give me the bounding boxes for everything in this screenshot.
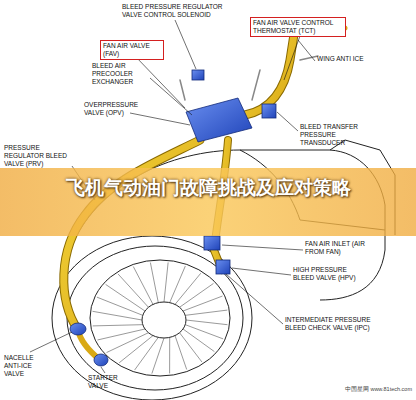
callout-label: FAN AIR VALVE (FAV) <box>103 42 161 58</box>
part-label: WING ANTI ICE <box>317 55 377 63</box>
callout-box: FAN AIR VALVE CONTROL THERMOSTAT (TCT) <box>250 17 346 37</box>
title-band: 飞机气动油门故障挑战及应对策略 <box>0 168 416 236</box>
part-label: HIGH PRESSURE BLEED VALVE (HPV) <box>293 266 365 282</box>
part-label: PRESSURE REGULATOR BLEED VALVE (PRV) <box>4 144 72 167</box>
part-label: NACELLE ANTI-ICE VALVE <box>4 354 44 377</box>
part-label: BLEED PRESSURE REGULATOR VALVE CONTROL S… <box>122 3 240 19</box>
part-label: FAN AIR INLET (AIR FROM FAN) <box>305 240 365 256</box>
part-label: BLEED TRANSFER PRESSURE TRANSDUCER <box>300 123 376 146</box>
part-label: INTERMEDIATE PRESSURE BLEED CHECK VALVE … <box>285 316 379 332</box>
callout-label: FAN AIR VALVE CONTROL THERMOSTAT (TCT) <box>253 19 343 35</box>
part-label: BLEED AIR PRECOOLER EXCHANGER <box>92 62 154 85</box>
watermark: 中国星网 www.81tech.com <box>330 386 412 393</box>
part-label: OVERPRESSURE VALVE (OPV) <box>84 101 136 117</box>
title-text: 飞机气动油门故障挑战及应对策略 <box>30 174 386 201</box>
callout-box: FAN AIR VALVE (FAV) <box>100 40 164 60</box>
part-label: STARTER VALVE <box>88 374 128 390</box>
